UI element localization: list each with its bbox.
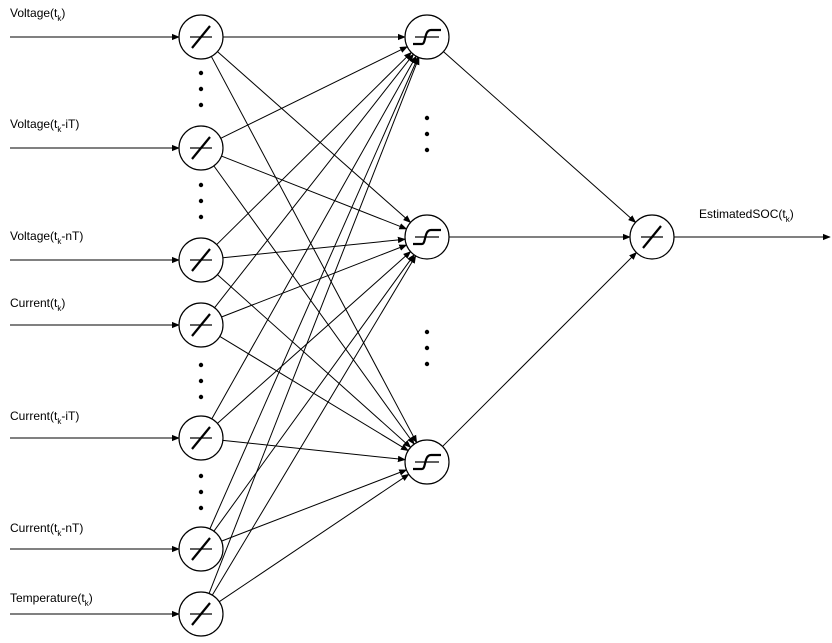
hidden-neuron-1 [404,214,450,260]
input-label-3: Current(tk) [10,296,65,313]
hidden-neuron-0 [404,14,450,60]
output-neuron [629,214,675,260]
connection-hidden-0-output [443,51,637,223]
connection-input-1-hidden-2 [213,165,415,445]
connection-input-4-hidden-1 [217,251,412,424]
neurons [178,14,675,637]
connection-input-5-hidden-0 [209,56,419,530]
sigmoid-activation-icon [413,28,441,46]
output-label: EstimatedSOC(tk) [699,207,794,224]
input-label-4: Current(tk-iT) [10,409,79,426]
connection-input-4-hidden-0 [211,55,417,420]
linear-activation-icon [190,25,212,49]
connection-input-2-hidden-0 [216,51,412,245]
linear-activation-icon [190,426,212,450]
linear-activation-icon [190,248,212,272]
sigmoid-activation-icon [413,228,441,246]
input-neuron-4 [178,415,224,461]
vertical-ellipsis-icon [424,329,430,367]
vertical-ellipsis-icon [198,473,204,511]
vertical-ellipsis-icon [198,182,204,220]
connection-input-6-hidden-1 [211,255,417,596]
connection-input-0-hidden-1 [217,51,412,223]
connection-input-3-hidden-0 [214,53,414,309]
connection-input-0-hidden-2 [210,56,418,444]
input-arrows [10,33,831,618]
input-label-5: Current(tk-nT) [10,521,83,538]
labels: Voltage(tk) Voltage(tk-iT) Voltage(tk-nT) C… [10,6,794,608]
hidden-neuron-2 [404,439,450,485]
connection-input-1-hidden-1 [221,155,408,230]
linear-activation-icon [641,225,663,249]
input-neuron-1 [178,125,224,171]
connection-input-6-hidden-2 [218,473,410,603]
vertical-ellipsis-icon [424,115,430,153]
connection-input-2-hidden-2 [217,274,412,448]
input-neuron-2 [178,237,224,283]
linear-activation-icon [190,136,212,160]
linear-activation-icon [190,602,212,626]
input-label-0: Voltage(tk) [10,6,65,23]
connection-input-2-hidden-1 [222,236,406,259]
connections [208,33,638,603]
sigmoid-activation-icon [413,453,441,471]
input-neuron-6 [178,591,224,637]
connection-input-4-hidden-2 [222,439,406,463]
linear-activation-icon [190,537,212,561]
input-neuron-5 [178,526,224,572]
input-label-1: Voltage(tk-iT) [10,117,79,134]
connection-input-5-hidden-2 [221,469,408,542]
input-label-6: Temperature(tk) [10,591,93,608]
input-neuron-3 [178,302,224,348]
input-neuron-0 [178,14,224,60]
vertical-ellipsis-icon [198,70,204,108]
linear-activation-icon [190,313,212,337]
connection-input-1-hidden-0 [220,46,408,139]
connection-hidden-2-output [442,251,638,447]
ellipses [198,70,430,511]
vertical-ellipsis-icon [198,362,204,400]
connection-input-6-hidden-0 [208,56,420,594]
input-label-2: Voltage(tk-nT) [10,229,83,246]
connection-input-3-hidden-1 [221,244,408,318]
connection-input-5-hidden-1 [213,254,415,532]
